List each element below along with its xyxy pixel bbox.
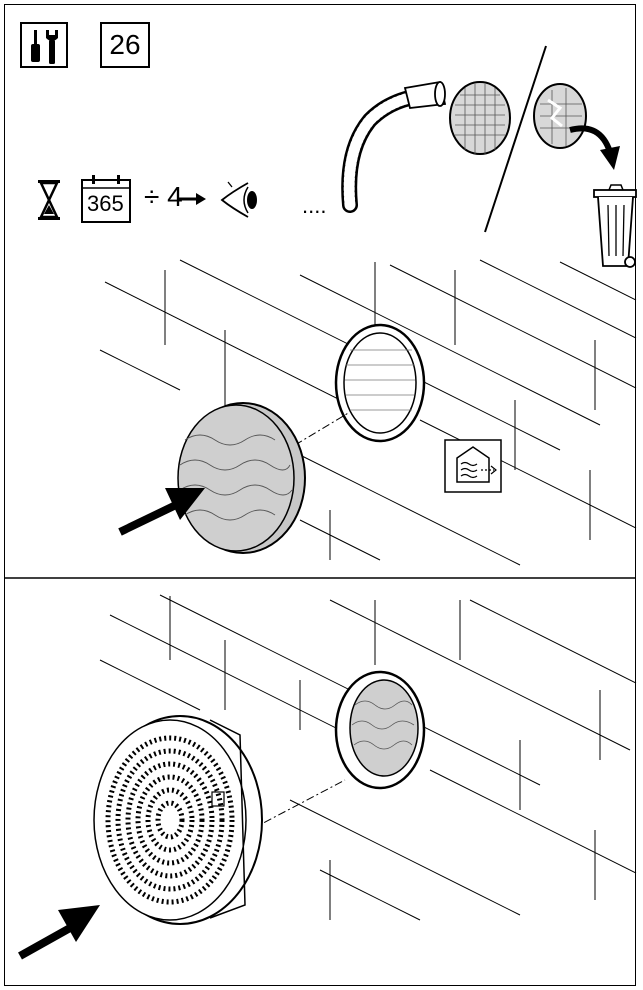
wall-duct-icon (336, 672, 424, 788)
push-arrow-icon (20, 905, 100, 956)
round-grille-icon (94, 716, 262, 924)
